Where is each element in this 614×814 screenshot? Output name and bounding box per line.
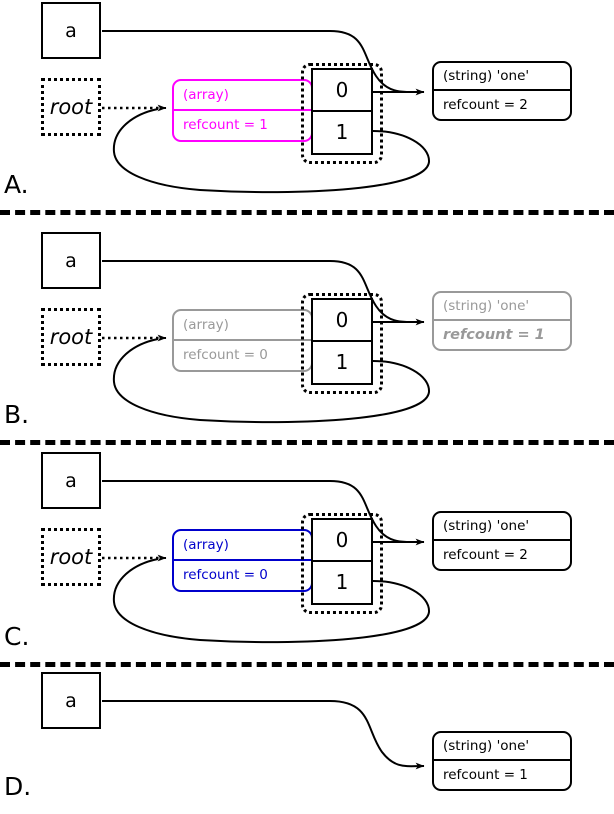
array-elements-wrapper	[301, 293, 383, 394]
string-type-label: (string) 'one'	[434, 63, 570, 91]
array-index-cell-1[interactable]: 1	[335, 350, 349, 375]
panel-b: a root (array) refcount = 0 0 1 (string)…	[0, 220, 614, 440]
panel-label-d: D.	[4, 772, 32, 801]
string-zval-box[interactable]: (string) 'one' refcount = 2	[432, 61, 572, 121]
variable-label: a	[65, 689, 77, 712]
array-zval-box[interactable]: (array) refcount = 0	[172, 529, 313, 592]
string-zval-box[interactable]: (string) 'one' refcount = 1	[432, 731, 572, 791]
variable-box-a[interactable]: a	[41, 452, 101, 509]
panel-d: a (string) 'one' refcount = 1 D.	[0, 662, 614, 814]
string-type-label: (string) 'one'	[434, 293, 570, 321]
array-index-cells[interactable]: 0 1	[311, 298, 373, 385]
array-refcount-label: refcount = 0	[183, 567, 268, 584]
array-type-label: (array)	[174, 531, 311, 561]
string-type-label: (string) 'one'	[434, 513, 570, 541]
string-refcount-label: refcount = 1	[443, 767, 528, 783]
array-zval-box[interactable]: (array) refcount = 1	[172, 79, 313, 142]
array-elements-wrapper	[301, 513, 383, 614]
panel-separator-1	[0, 210, 614, 215]
array-elements-wrapper	[301, 63, 383, 164]
variable-label: a	[65, 249, 77, 272]
panel-label-b: B.	[4, 400, 30, 429]
array-index-cell-0[interactable]: 0	[313, 300, 371, 342]
root-label: root	[49, 325, 93, 349]
root-box[interactable]: root	[41, 308, 101, 366]
array-index-cells[interactable]: 0 1	[311, 518, 373, 605]
panel-a: a root (array) refcount = 1 0 1 (string)…	[0, 0, 614, 210]
string-type-label: (string) 'one'	[434, 733, 570, 761]
array-zval-box[interactable]: (array) refcount = 0	[172, 309, 313, 372]
root-label: root	[49, 545, 93, 569]
string-refcount-label: refcount = 2	[443, 97, 528, 113]
variable-label: a	[65, 19, 77, 42]
panel-separator-3	[0, 662, 614, 667]
array-index-cells[interactable]: 0 1	[311, 68, 373, 155]
array-refcount-label: refcount = 0	[183, 347, 268, 364]
array-index-cell-1[interactable]: 1	[335, 120, 349, 145]
variable-box-a[interactable]: a	[41, 232, 101, 289]
array-type-label: (array)	[174, 81, 311, 111]
array-type-label: (array)	[174, 311, 311, 341]
string-zval-box[interactable]: (string) 'one' refcount = 2	[432, 511, 572, 571]
panel-label-a: A.	[4, 170, 29, 199]
string-refcount-label: refcount = 1	[443, 327, 545, 343]
panel-separator-2	[0, 440, 614, 445]
variable-box-a[interactable]: a	[41, 672, 101, 729]
panel-c: a root (array) refcount = 0 0 1 (string)…	[0, 440, 614, 662]
array-index-cell-1[interactable]: 1	[335, 570, 349, 595]
array-index-cell-0[interactable]: 0	[313, 520, 371, 562]
string-zval-box[interactable]: (string) 'one' refcount = 1	[432, 291, 572, 351]
string-refcount-label: refcount = 2	[443, 547, 528, 563]
root-box[interactable]: root	[41, 78, 101, 136]
panel-label-c: C.	[4, 622, 30, 651]
array-refcount-label: refcount = 1	[183, 117, 268, 134]
variable-label: a	[65, 469, 77, 492]
array-index-cell-0[interactable]: 0	[313, 70, 371, 112]
variable-box-a[interactable]: a	[41, 2, 101, 59]
root-label: root	[49, 95, 93, 119]
root-box[interactable]: root	[41, 528, 101, 586]
